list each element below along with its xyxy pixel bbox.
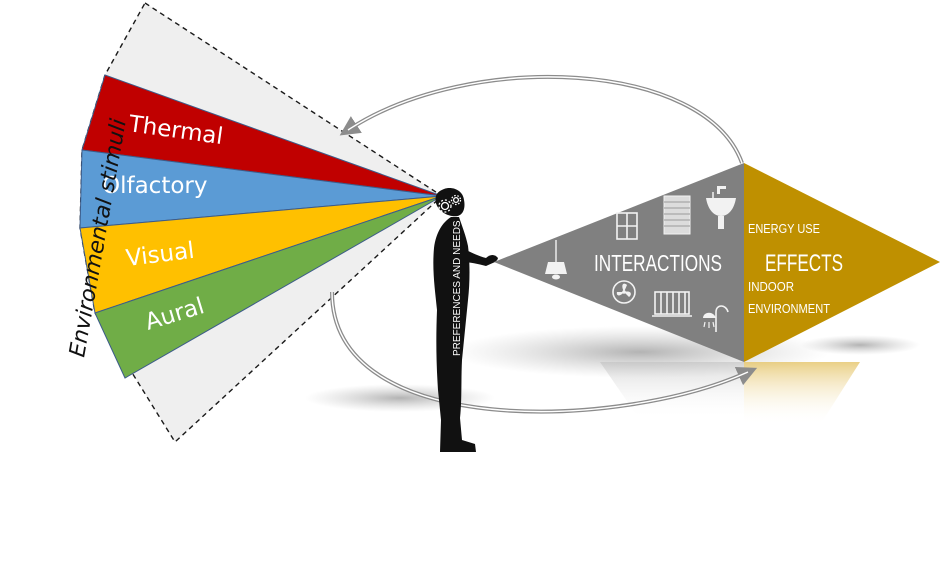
lamp-icon bbox=[545, 240, 567, 280]
radiator-icon bbox=[652, 291, 692, 317]
effects-arrow bbox=[744, 163, 940, 362]
environment-label: ENVIRONMENT bbox=[748, 301, 830, 316]
effects-reflection bbox=[744, 362, 860, 425]
indoor-label: INDOOR bbox=[748, 279, 794, 294]
interactions-reflection bbox=[600, 362, 744, 420]
segment-aural bbox=[94, 195, 443, 379]
shower-icon bbox=[703, 305, 729, 332]
floor-shadow-far bbox=[800, 335, 920, 355]
segment-label-olfactory: Olfactory bbox=[102, 173, 208, 199]
gears-icon bbox=[438, 194, 462, 213]
window-icon bbox=[616, 212, 638, 240]
fan-icon bbox=[612, 280, 636, 304]
sink-tap-icon bbox=[706, 186, 736, 229]
preferences-and-needs-label: PREFERENCES AND NEEDS bbox=[452, 220, 463, 356]
energy-use-label: ENERGY USE bbox=[748, 221, 820, 236]
effects-label: EFFECTS bbox=[765, 250, 843, 277]
interactions-label: INTERACTIONS bbox=[594, 250, 722, 276]
person-silhouette bbox=[433, 188, 498, 452]
blinds-icon bbox=[663, 195, 691, 235]
feedback-arrow-top bbox=[339, 74, 744, 164]
